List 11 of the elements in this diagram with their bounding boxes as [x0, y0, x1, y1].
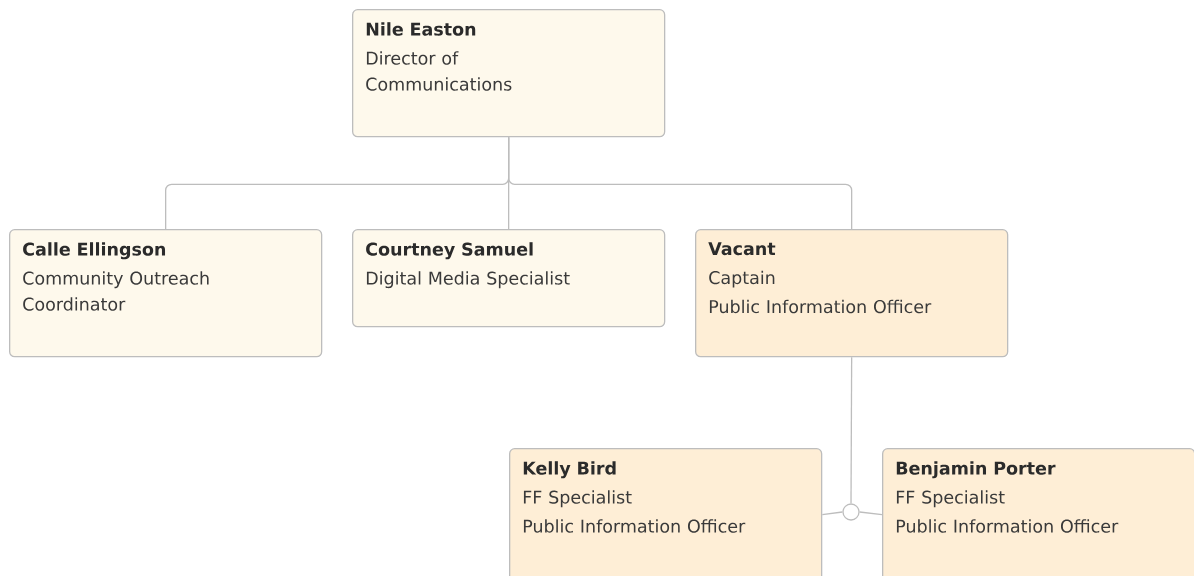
person-card: Courtney Samuel Digital Media Specialist — [352, 229, 666, 328]
connector-line — [859, 511, 883, 516]
person-card: Calle Ellingson Community Outreach Coordinator — [9, 229, 323, 358]
person-card: Benjamin Porter FF Specialist Public Information Officer — [882, 448, 1194, 576]
connector-line — [821, 511, 843, 516]
person-card: Kelly Bird FF Specialist Public Information Officer — [509, 448, 823, 576]
person-card: Nile Easton Director of Communications — [352, 9, 666, 138]
connector-line — [508, 136, 853, 230]
connector-line — [850, 356, 853, 504]
person-card: Vacant Captain Public Information Officer — [695, 229, 1009, 358]
junction-circle — [842, 503, 860, 521]
